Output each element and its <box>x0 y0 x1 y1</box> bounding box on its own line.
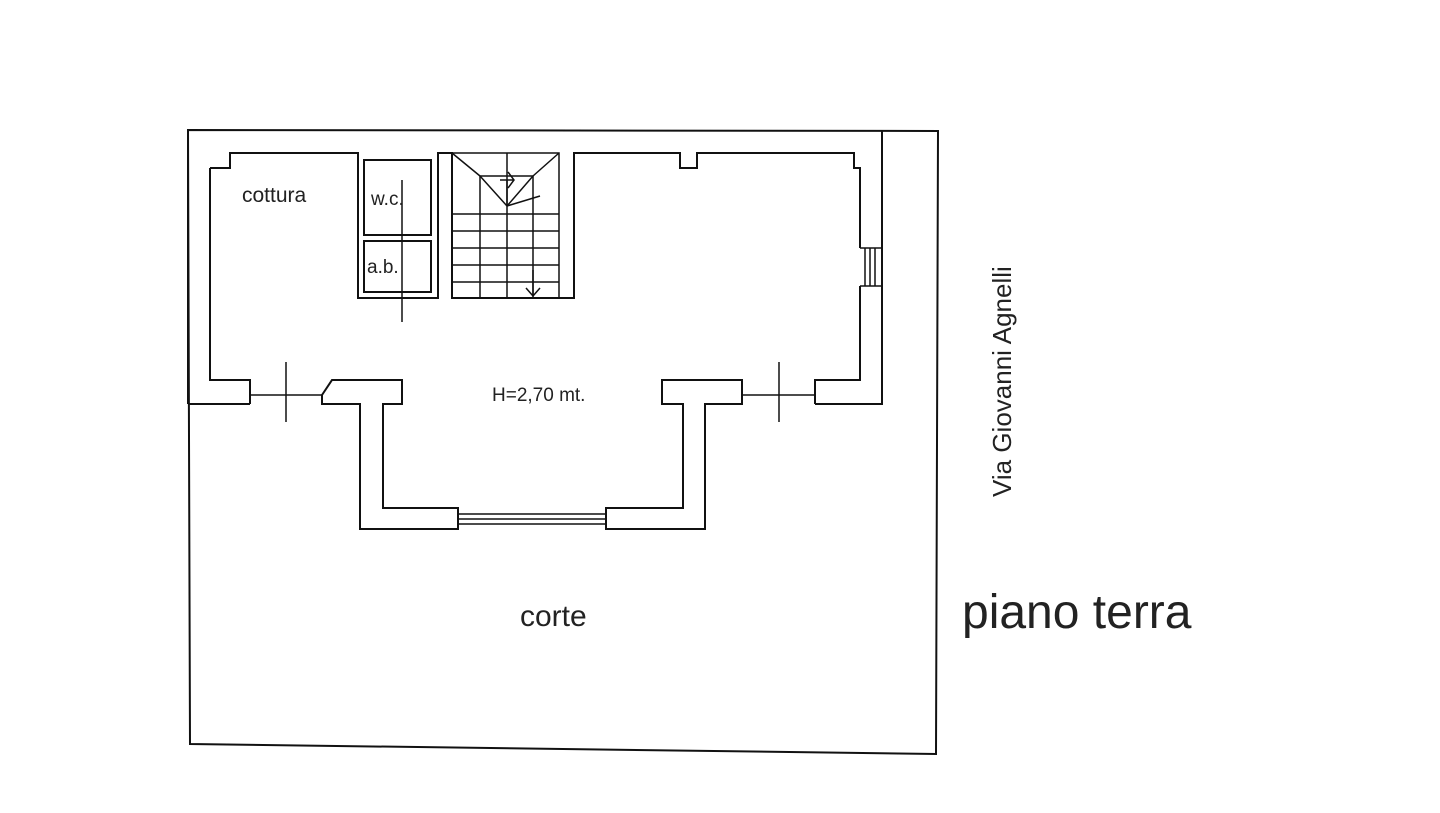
room-label-kitchen: cottura <box>242 184 307 207</box>
room-label-anteroom: a.b. <box>367 257 399 278</box>
building-inner-wall <box>209 152 861 404</box>
left-door <box>250 362 459 530</box>
room-label-wc: w.c. <box>370 189 404 210</box>
floor-title: piano terra <box>962 586 1192 639</box>
room-label-height: H=2,70 mt. <box>492 385 585 406</box>
side-window <box>860 247 882 287</box>
right-door <box>742 362 815 422</box>
building-outer-wall <box>187 130 883 405</box>
staircase <box>451 152 560 299</box>
bay-window <box>458 379 743 530</box>
lot-boundary <box>186 128 940 756</box>
courtyard-label: corte <box>520 600 587 633</box>
wc-room <box>363 159 432 236</box>
anteroom <box>363 180 432 322</box>
stair-arrow-down-icon <box>525 270 541 298</box>
street-label: Via Giovanni Agnelli <box>987 266 1017 497</box>
stair-arrow-up-icon <box>500 171 515 189</box>
